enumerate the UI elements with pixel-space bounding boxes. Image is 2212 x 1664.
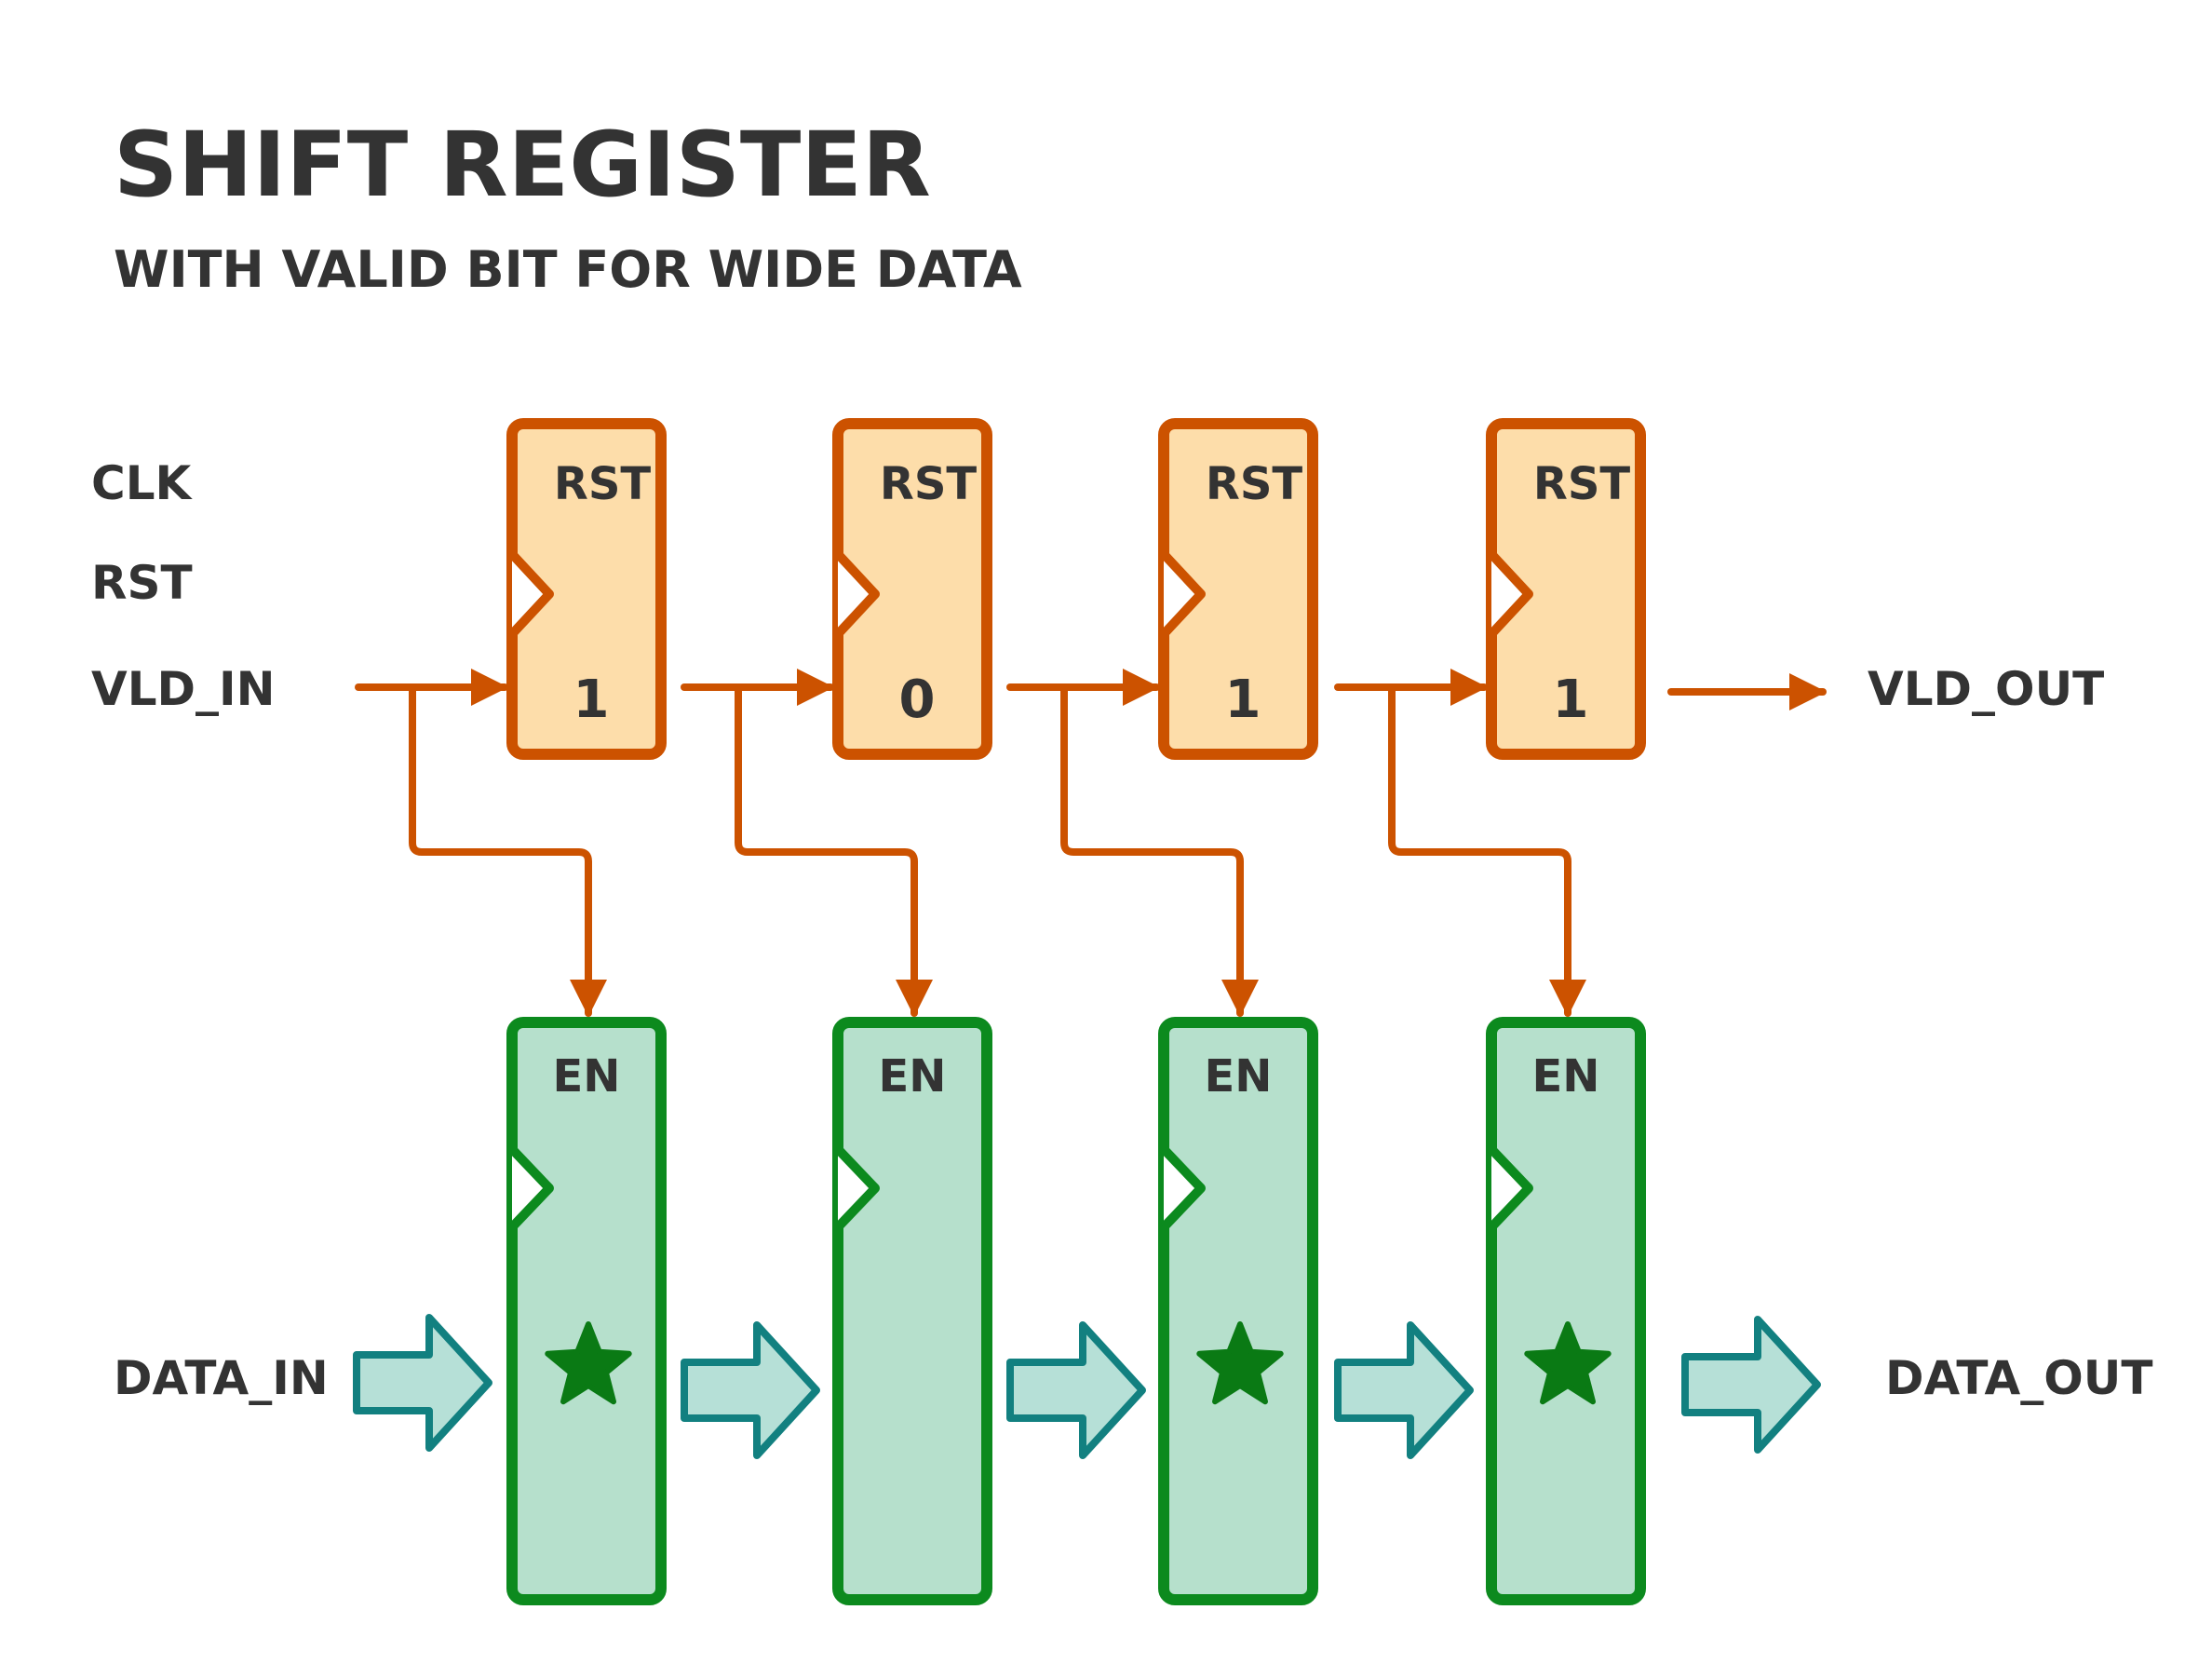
data-in-label: DATA_IN	[114, 1351, 329, 1405]
valid-wires	[355, 669, 1827, 1017]
valid-flipflop-1: RST 1	[506, 418, 667, 760]
valid-flipflop-4: RST 1	[1486, 418, 1646, 760]
enable-label: EN	[1532, 1050, 1600, 1103]
enable-label: EN	[1205, 1050, 1273, 1103]
reset-label: RST	[554, 458, 652, 510]
reset-label: RST	[1533, 458, 1631, 510]
enable-tap-wire-4	[1388, 683, 1586, 1017]
valid-bit-value: 0	[899, 670, 936, 730]
vld-in-label: VLD_IN	[91, 662, 276, 716]
data-bus-arrow-3	[1006, 1321, 1146, 1459]
clock-input-icon	[834, 550, 880, 638]
diagram-subtitle: WITH VALID BIT FOR WIDE DATA	[114, 240, 1022, 299]
data-register-box	[1158, 1017, 1318, 1605]
data-register-3: EN	[1158, 1017, 1318, 1605]
clock-input-icon	[1160, 550, 1206, 638]
data-star-icon	[1196, 1321, 1284, 1405]
data-register-box	[1486, 1017, 1646, 1605]
enable-tap-wire-3	[1060, 683, 1259, 1017]
clock-input-icon	[834, 1145, 880, 1231]
clock-input-icon	[1488, 550, 1533, 638]
reset-label: RST	[880, 458, 978, 510]
data-register-row: EN EN EN EN	[506, 1017, 1646, 1605]
diagram-title: SHIFT REGISTER	[114, 113, 931, 217]
valid-bit-value: 1	[573, 670, 610, 730]
data-bus-arrow-2	[681, 1321, 820, 1459]
rst-label: RST	[91, 556, 193, 610]
valid-register-row: RST 1 RST 0 RST 1 RST 1	[506, 418, 1646, 760]
data-register-1: EN	[506, 1017, 667, 1605]
clock-input-icon	[508, 550, 554, 638]
valid-flipflop-3: RST 1	[1158, 418, 1318, 760]
reset-label: RST	[1206, 458, 1303, 510]
clock-input-icon	[508, 1145, 554, 1231]
data-bus-arrow-4	[1334, 1321, 1474, 1459]
clk-label: CLK	[91, 456, 194, 510]
data-register-4: EN	[1486, 1017, 1646, 1605]
data-register-box	[506, 1017, 667, 1605]
data-star-icon	[1524, 1321, 1612, 1405]
data-bus-arrow-5	[1681, 1316, 1821, 1454]
data-bus-arrows	[353, 1314, 1821, 1459]
clock-input-icon	[1488, 1145, 1533, 1231]
data-bus-arrow-1	[353, 1314, 492, 1452]
enable-tap-wire-1	[409, 683, 607, 1017]
enable-tap-wire-2	[735, 683, 933, 1017]
valid-flipflop-2: RST 0	[832, 418, 992, 760]
data-register-2: EN	[832, 1017, 992, 1605]
enable-label: EN	[553, 1050, 621, 1103]
clock-input-icon	[1160, 1145, 1206, 1231]
valid-bit-value: 1	[1553, 670, 1589, 730]
valid-bit-value: 1	[1225, 670, 1261, 730]
data-out-label: DATA_OUT	[1885, 1351, 2152, 1405]
data-star-icon	[545, 1321, 632, 1405]
enable-label: EN	[879, 1050, 947, 1103]
data-register-box	[832, 1017, 992, 1605]
vld-out-label: VLD_OUT	[1868, 662, 2104, 716]
